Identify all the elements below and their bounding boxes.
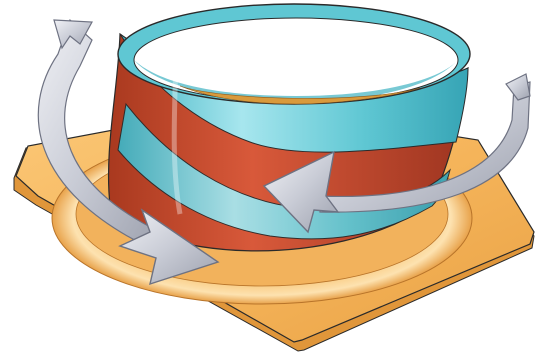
right-arrow-tail — [506, 74, 530, 100]
cylinder-collar — [109, 4, 470, 251]
cylinder-rim-inner — [134, 18, 458, 102]
